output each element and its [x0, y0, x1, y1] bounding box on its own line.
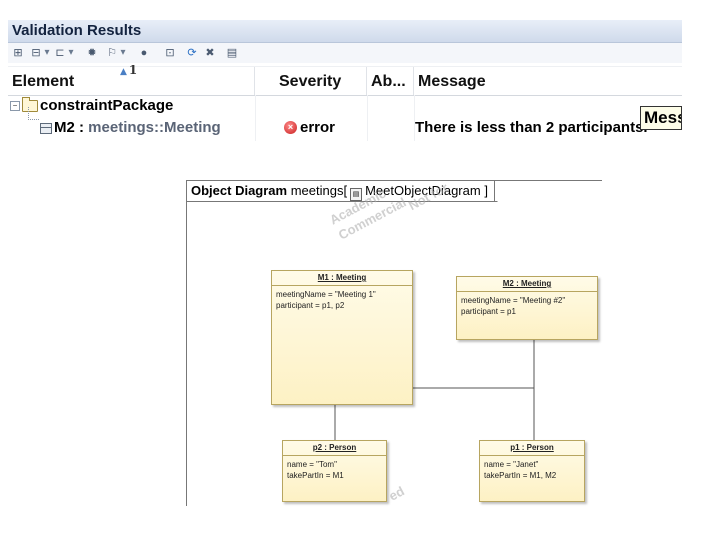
slot-value: takePartIn = M1: [287, 471, 344, 480]
watermark-text: ed: [386, 483, 407, 504]
tools-icon[interactable]: ✖: [205, 47, 215, 59]
tree-connector: [28, 107, 39, 120]
collapse-toggle-icon[interactable]: −: [10, 101, 20, 111]
column-divider: [367, 95, 368, 141]
object-p1-person[interactable]: p1 : Person name = "Janet" takePartIn = …: [479, 440, 585, 502]
column-header-abbreviation[interactable]: Ab...: [367, 67, 414, 95]
object-diagram-frame: Object Diagram meetings[▤MeetObjectDiagr…: [186, 180, 602, 506]
refresh-icon[interactable]: ⟳: [187, 47, 197, 59]
flag-icon[interactable]: ⚐: [107, 47, 117, 59]
expand-all-icon[interactable]: ⊞: [13, 47, 23, 59]
object-name: p2 : Person: [283, 441, 386, 456]
validation-panel-header: Validation Results: [8, 20, 682, 43]
dropdown-arrow-icon[interactable]: ▾: [44, 47, 50, 58]
group-icon[interactable]: ⊡: [165, 47, 175, 59]
message-tooltip: Messa: [640, 106, 682, 130]
column-header-element[interactable]: Element: [8, 67, 255, 95]
collapse-all-icon[interactable]: ⊟: [31, 47, 41, 59]
slot-value: participant = p1, p2: [276, 301, 345, 310]
error-icon: ×: [284, 121, 297, 134]
filter-icon[interactable]: ✹: [87, 47, 97, 59]
column-divider: [414, 95, 415, 141]
object-m2-meeting[interactable]: M2 : Meeting meetingName = "Meeting #2" …: [456, 276, 598, 340]
column-header-severity[interactable]: Severity: [255, 67, 367, 95]
export-icon[interactable]: ▤: [226, 47, 238, 59]
column-divider: [255, 95, 256, 141]
sort-arrow-icon: ▲: [120, 67, 127, 77]
slot-value: meetingName = "Meeting 1": [276, 290, 376, 299]
hierarchy-icon[interactable]: ⊏: [55, 47, 65, 59]
slot-value: takePartIn = M1, M2: [484, 471, 557, 480]
results-table-header: Element Severity Ab... Message: [8, 66, 682, 96]
slot-value: name = "Tom": [287, 460, 337, 469]
object-name: M1 : Meeting: [272, 271, 412, 286]
table-row-result[interactable]: M2 : meetings::Meeting × error There is …: [8, 107, 682, 139]
circle-icon[interactable]: ●: [140, 47, 148, 59]
panel-title: Validation Results: [12, 22, 142, 39]
dropdown-arrow-icon[interactable]: ▾: [120, 47, 126, 58]
slot-value: name = "Janet": [484, 460, 539, 469]
element-instance-cell: M2 : meetings::Meeting: [54, 119, 221, 136]
table-row-package[interactable]: − constraintPackage: [8, 95, 682, 117]
results-table-body: − constraintPackage M2 : meetings::Meeti…: [8, 95, 682, 141]
object-name: p1 : Person: [480, 441, 584, 456]
message-value: There is less than 2 participants.: [415, 119, 648, 136]
slot-value: meetingName = "Meeting #2": [461, 296, 566, 305]
dropdown-arrow-icon[interactable]: ▾: [68, 47, 74, 58]
severity-value: error: [300, 119, 336, 136]
sort-indicator: ▲1: [120, 63, 138, 77]
validation-toolbar: ⊞ ⊟ ▾ ⊏ ▾ ✹ ⚐ ▾ ● ⊡ ⟳ ✖ ▤: [8, 43, 682, 63]
column-header-message[interactable]: Message: [418, 73, 486, 90]
object-name: M2 : Meeting: [457, 277, 597, 292]
object-p2-person[interactable]: p2 : Person name = "Tom" takePartIn = M1: [282, 440, 387, 502]
slot-value: participant = p1: [461, 307, 516, 316]
diagram-icon: ▤: [350, 188, 363, 201]
package-folder-icon: [22, 97, 38, 112]
object-m1-meeting[interactable]: M1 : Meeting meetingName = "Meeting 1" p…: [271, 270, 413, 405]
instance-specification-icon: [40, 123, 52, 134]
diagram-frame-label: Object Diagram meetings[▤MeetObjectDiagr…: [187, 181, 495, 202]
element-package-name: constraintPackage: [40, 97, 174, 114]
